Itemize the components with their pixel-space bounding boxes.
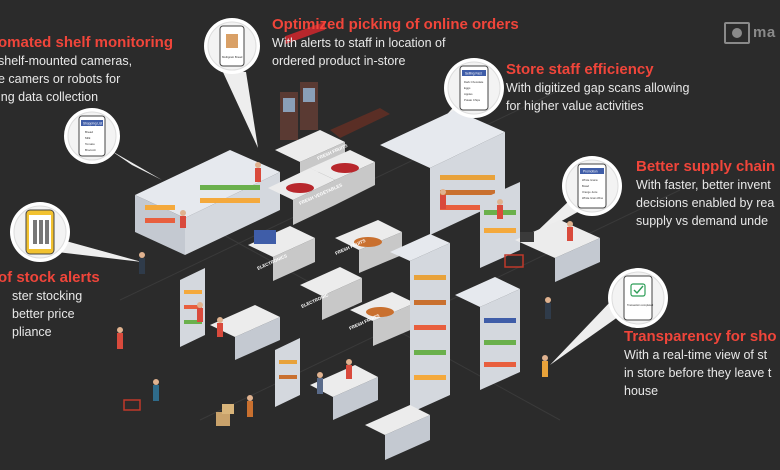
bubble-promotion: Promotion Whole Grains Bread Orange Juic… [562, 156, 622, 216]
phone-shopping-list-item-2: Milk [85, 136, 91, 140]
display-tables [268, 21, 375, 225]
eye-icon [724, 22, 750, 44]
callout-staff-efficiency: Store staff efficiency With digitized ga… [506, 61, 689, 115]
phone-multigrain-label: Multigrain Bread [222, 55, 243, 59]
callout-supply-chain-title: Better supply chain [636, 158, 776, 175]
checkout-right [515, 220, 600, 282]
logo-text: ma [753, 23, 776, 41]
shelf-rows-right [380, 110, 520, 268]
shoppers [117, 162, 573, 417]
callout-supply-chain-line-1: With faster, better invent [636, 178, 771, 192]
callout-stock-alerts-line-1: ster stocking [12, 289, 83, 303]
phone-promotion-item-2: Bread [582, 184, 589, 188]
callout-transparency-line-3: house [624, 384, 659, 398]
phone-shopping-list-item-4: Broccoli [85, 148, 96, 152]
callout-supply-chain: Better supply chain With faster, better … [636, 158, 775, 230]
callout-stock-alerts-line-2: better price [12, 307, 75, 321]
phone-promotion-item-3: Orange Juice [582, 190, 598, 194]
callout-shelf-monitoring-line-2: e camers or robots for [0, 72, 121, 86]
callout-stock-alerts: of stock alerts ster stocking better pri… [0, 269, 100, 341]
phone-promotion-header: Promotion [583, 170, 598, 174]
callout-online-picking-title: Optimized picking of online orders [272, 16, 519, 33]
phone-promotion-item-4: Whole Grain Wine [582, 196, 604, 200]
callout-supply-chain-line-3: supply vs demand unde [636, 214, 769, 228]
callout-shelf-monitoring-title: omated shelf monitoring [0, 34, 174, 51]
callout-shelf-monitoring-line-1: shelf-mounted cameras, [0, 54, 133, 68]
phone-shopping-list-header: Shopping List [83, 122, 102, 126]
callout-transparency-title: Transparency for sho [624, 328, 777, 345]
phone-selling-fast-item-2: Eggs [464, 86, 471, 90]
bubble-shopping-list: Shopping List Bread Milk Tomato Broccoli [64, 108, 120, 164]
callout-online-picking-line-1: With alerts to staff in location of [272, 36, 446, 50]
phone-transparency-label: Transaction completed [627, 303, 654, 307]
shelf-unit-left [135, 150, 280, 255]
bubble-stock-alerts [10, 202, 70, 262]
callout-shelf-monitoring-line-3: ing data collection [0, 90, 99, 104]
phone-selling-fast-item-4: Potato Chips [464, 98, 481, 102]
boxes [216, 404, 234, 426]
bubble-multigrain: Multigrain Bread [204, 18, 260, 74]
callout-stock-alerts-line-3: pliance [12, 325, 52, 339]
brand-logo: ma [724, 22, 776, 44]
callout-transparency-line-1: With a real-time view of st [624, 348, 768, 362]
callout-staff-efficiency-title: Store staff efficiency [506, 61, 654, 78]
callout-shelf-monitoring: omated shelf monitoring shelf-mounted ca… [0, 34, 173, 106]
bubble-transparency: Transaction completed [608, 268, 668, 328]
shelf-columns-lower [390, 234, 520, 413]
phone-selling-fast-item-1: Dark Chocolate [464, 80, 484, 84]
callout-transparency: Transparency for sho With a real-time vi… [624, 328, 777, 400]
phone-selling-fast-item-3: Apples [464, 92, 473, 96]
callout-staff-efficiency-line-2: for higher value activities [506, 99, 644, 113]
phone-shopping-list-item-1: Bread [85, 130, 93, 134]
phone-selling-fast-header: Selling Fast [465, 72, 482, 76]
lower-tables [248, 220, 415, 346]
callout-stock-alerts-title: of stock alerts [0, 269, 100, 286]
bubble-selling-fast: Selling Fast Dark Chocolate Eggs Apples … [444, 58, 504, 118]
callout-supply-chain-line-2: decisions enabled by rea [636, 196, 775, 210]
callout-transparency-line-2: in store before they leave t [624, 366, 772, 380]
phone-promotion-item-1: Whole Grains [582, 178, 598, 182]
carts [123, 254, 524, 411]
callout-online-picking: Optimized picking of online orders With … [272, 16, 519, 70]
callout-staff-efficiency-line-1: With digitized gap scans allowing [506, 81, 690, 95]
shelves-bottom-left [180, 268, 430, 460]
callout-online-picking-line-2: ordered product in-store [272, 54, 406, 68]
fridges [280, 82, 390, 140]
phone-shopping-list-item-3: Tomato [85, 142, 95, 146]
